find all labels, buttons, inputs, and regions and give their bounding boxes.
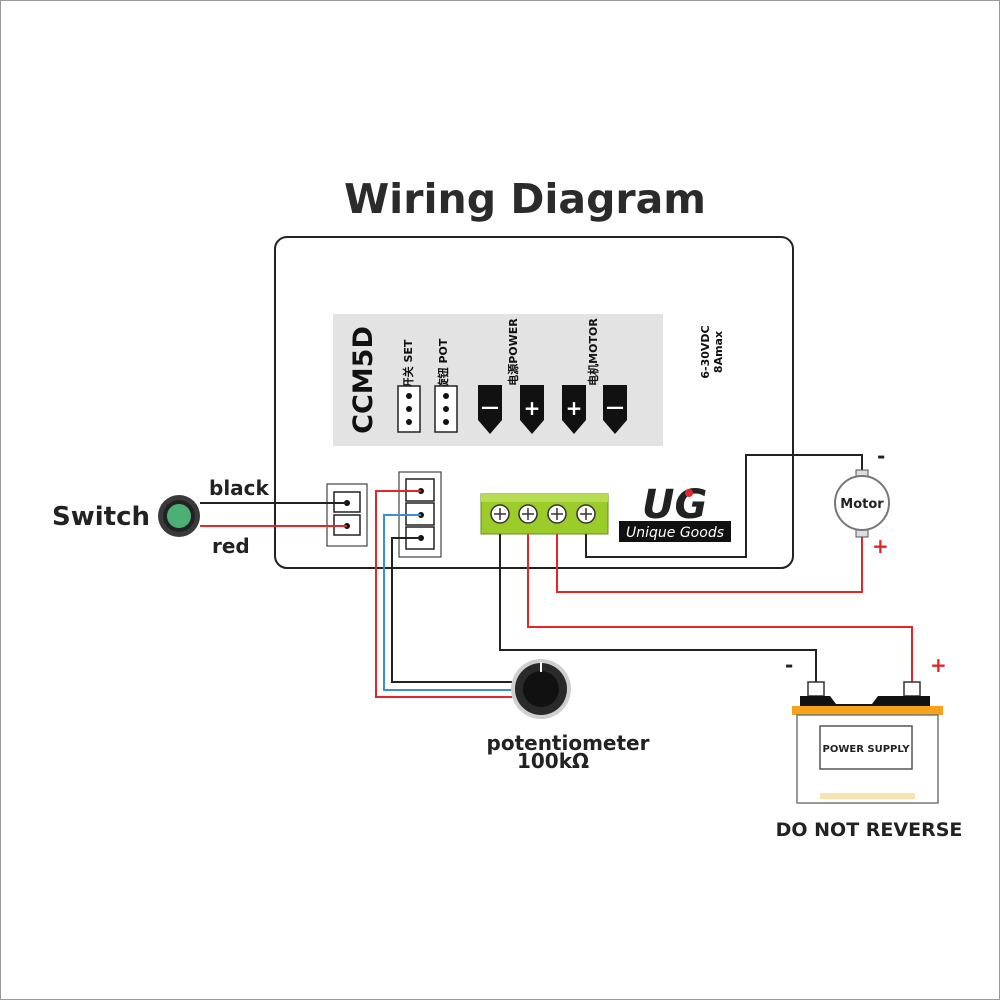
logo-text: Unique Goods [626,525,724,541]
potentiometer-value: 100kΩ [517,749,589,773]
motor: Motor [834,469,890,538]
terminal-symbol-motor-neg: — [603,385,627,434]
motor-terminal-label: 电机MOTOR [586,318,600,386]
logo-letters: UG [642,482,707,528]
pot-black-wire [391,537,516,683]
switch-button[interactable] [158,495,200,537]
current-rating: 8Amax [712,331,725,373]
power-supply-battery [792,681,943,804]
pot-pin-header [434,385,458,433]
terminal-symbol-power-pos: + [520,385,544,434]
svg-text:+: + [566,396,583,420]
motor-label: Motor [840,497,884,512]
logo-text-band [619,521,731,542]
power-terminal-label: 电源POWER [506,318,520,386]
motor-positive-sign: + [872,534,889,558]
terminal-symbol-motor-pos: + [562,385,586,434]
model-name: CCM5D [348,326,379,434]
motor-positive-wire [556,532,863,593]
potentiometer-label: potentiometer [487,731,650,755]
terminal-screw-4 [576,504,596,524]
potentiometer-knob[interactable] [511,659,571,719]
reverse-warning: DO NOT REVERSE [776,819,963,841]
svg-text:+: + [524,396,541,420]
terminal-symbol-power-neg: — [478,385,502,434]
power-motor-terminal-block [480,493,609,535]
black-wire-label: black [209,476,270,500]
motor-body [834,475,890,531]
svg-text:—: — [481,397,499,418]
terminal-screw-3 [547,504,567,524]
svg-text:—: — [606,397,624,418]
diagram-title: Wiring Diagram [344,175,706,223]
red-wire-label: red [212,534,250,558]
battery-negative-wire [499,534,817,684]
motor-negative-sign: - [877,444,885,468]
battery-negative-sign: - [785,653,793,677]
switch-header-label: 开关 SET [401,339,415,388]
switch-label: Switch [52,502,150,532]
battery-positive-sign: + [930,653,947,677]
terminal-screw-2 [518,504,538,524]
unique-goods-logo: UG Unique Goods [619,482,731,542]
battery-positive-wire [527,534,913,684]
terminal-screw-1 [490,504,510,524]
pot-header-label: 旋钮 POT [436,338,450,390]
switch-connector [326,483,368,547]
logo-red-dot [685,489,693,497]
voltage-rating: 6-30VDC [699,325,712,378]
pot-red-wire [375,490,516,698]
set-pin-header [397,385,421,433]
power-supply-label: POWER SUPPLY [823,744,911,755]
pot-blue-wire [383,514,516,691]
motor-negative-wire [585,454,863,558]
